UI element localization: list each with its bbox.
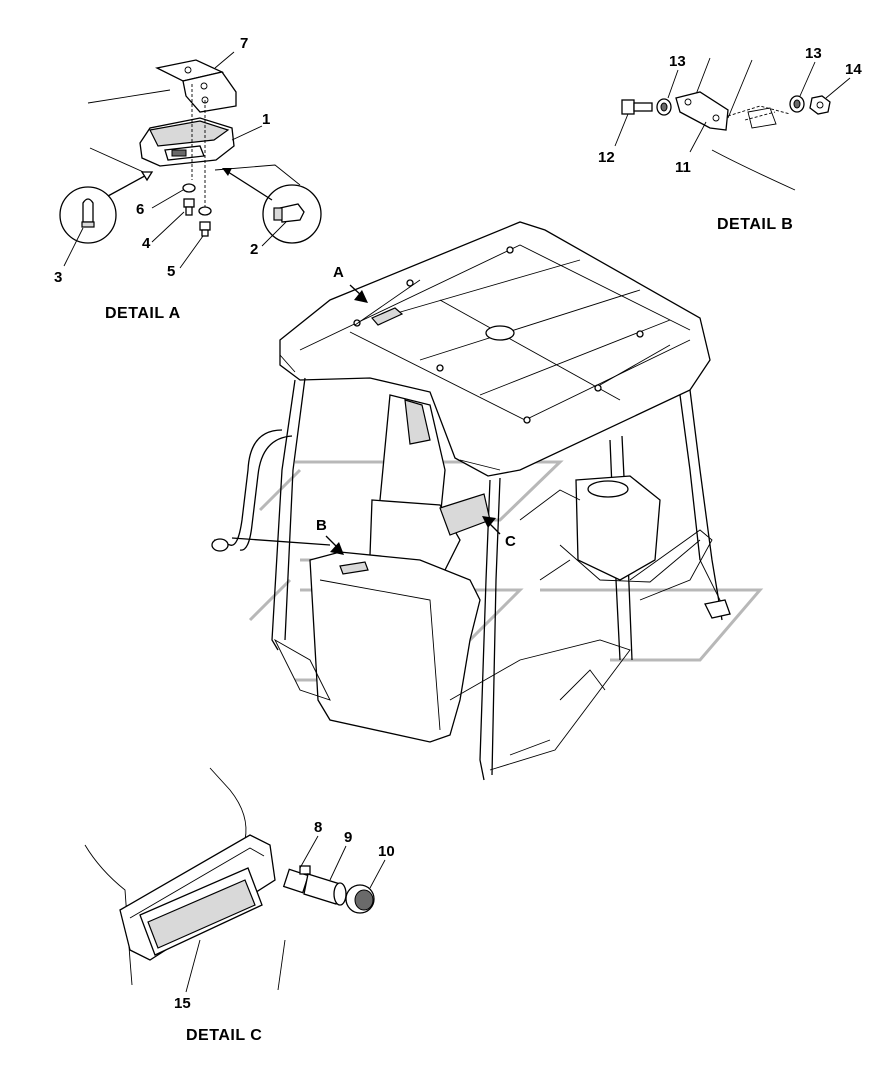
cab-floor: [449, 489, 731, 771]
detail-b-mount: [747, 107, 777, 129]
leader-3: [63, 227, 84, 267]
arrow-head-a: [354, 290, 368, 303]
screw-5: [199, 221, 211, 237]
leader-7: [214, 51, 235, 69]
detail-c-label: DETAIL C: [186, 1027, 262, 1044]
screw-4: [183, 198, 195, 216]
callout-6: 6: [136, 201, 144, 218]
operator-seat: [559, 475, 701, 583]
detail-c-group: 8 9 10 15 DETAIL C: [84, 767, 395, 1044]
callout-4: 4: [142, 235, 151, 252]
leader-15: [185, 939, 201, 993]
callout-8: 8: [314, 819, 322, 836]
callout-9: 9: [344, 829, 352, 846]
arrow-head-2: [222, 168, 232, 176]
leader-11: [689, 121, 707, 153]
leader-8: [299, 835, 319, 869]
leader-14: [825, 77, 851, 99]
leader-13b: [799, 61, 816, 97]
callout-14: 14: [845, 61, 862, 78]
view-marker-a: A: [333, 264, 344, 281]
arrow-line-c: [489, 523, 501, 535]
front-frame: [273, 551, 481, 743]
lighter-knob-10: [345, 884, 375, 914]
leader-10: [369, 859, 386, 889]
socket-15: [139, 867, 263, 956]
cab-roof: [279, 221, 711, 477]
leader-2: [261, 221, 287, 247]
callout-3: 3: [54, 269, 62, 286]
nut-14: [809, 95, 831, 115]
detail-c-context-line-top: [209, 767, 247, 841]
cab-handrail: [213, 429, 283, 546]
callout-11: 11: [675, 159, 691, 176]
callout-15: 15: [174, 995, 191, 1012]
leader-6: [151, 189, 184, 209]
bracket-11: [675, 91, 729, 131]
handrail-end-cap: [211, 538, 229, 552]
leader-13a: [667, 69, 679, 99]
arrow-head-c: [482, 516, 496, 528]
callout-1: 1: [262, 111, 270, 128]
leader-4: [151, 211, 185, 243]
cab-assembly: A B C: [211, 221, 764, 781]
callout-13b: 13: [805, 45, 822, 62]
detail-a-group: 7 1 6 4 5 2 3 DETAIL A: [54, 35, 322, 322]
detail-a-context-lines: [87, 89, 301, 186]
detail-b-group: 13 13 14 12 11 DETAIL B: [598, 45, 862, 233]
view-marker-b: B: [316, 517, 327, 534]
view-marker-c: C: [505, 533, 516, 550]
callout-2: 2: [250, 241, 258, 258]
arrow-head-3: [140, 171, 154, 182]
bolt-12: [621, 99, 653, 115]
detail-c-context-line-left: [84, 844, 133, 986]
callout-12: 12: [598, 149, 615, 166]
callout-5: 5: [167, 263, 175, 280]
detail-b-label: DETAIL B: [717, 216, 793, 233]
roof-lamp-a: [371, 307, 404, 326]
leader-9: [329, 845, 347, 881]
bulb-3-inset: [59, 186, 117, 244]
steering-console: [369, 394, 491, 586]
leader-5: [179, 235, 204, 269]
arrow-head-b: [330, 542, 344, 555]
washer-6: [182, 183, 196, 193]
bulb-2-inset: [262, 184, 322, 244]
callout-7: 7: [240, 35, 248, 52]
arrow-line-2: [224, 169, 273, 201]
bracket-7: [155, 59, 237, 113]
cigar-lighter-9: [303, 873, 347, 906]
callout-13a: 13: [669, 53, 686, 70]
console-lamp-c: [439, 493, 491, 536]
dash-lamp-b: [339, 561, 369, 575]
detail-b-axis: [727, 105, 791, 121]
detail-c-context-line-right: [277, 939, 286, 991]
washer-5-upper: [198, 206, 212, 216]
callout-10: 10: [378, 843, 395, 860]
dome-lamp-1: [139, 117, 235, 167]
leader-1: [231, 125, 263, 141]
leader-12: [614, 113, 629, 147]
detail-a-label: DETAIL A: [105, 305, 181, 322]
